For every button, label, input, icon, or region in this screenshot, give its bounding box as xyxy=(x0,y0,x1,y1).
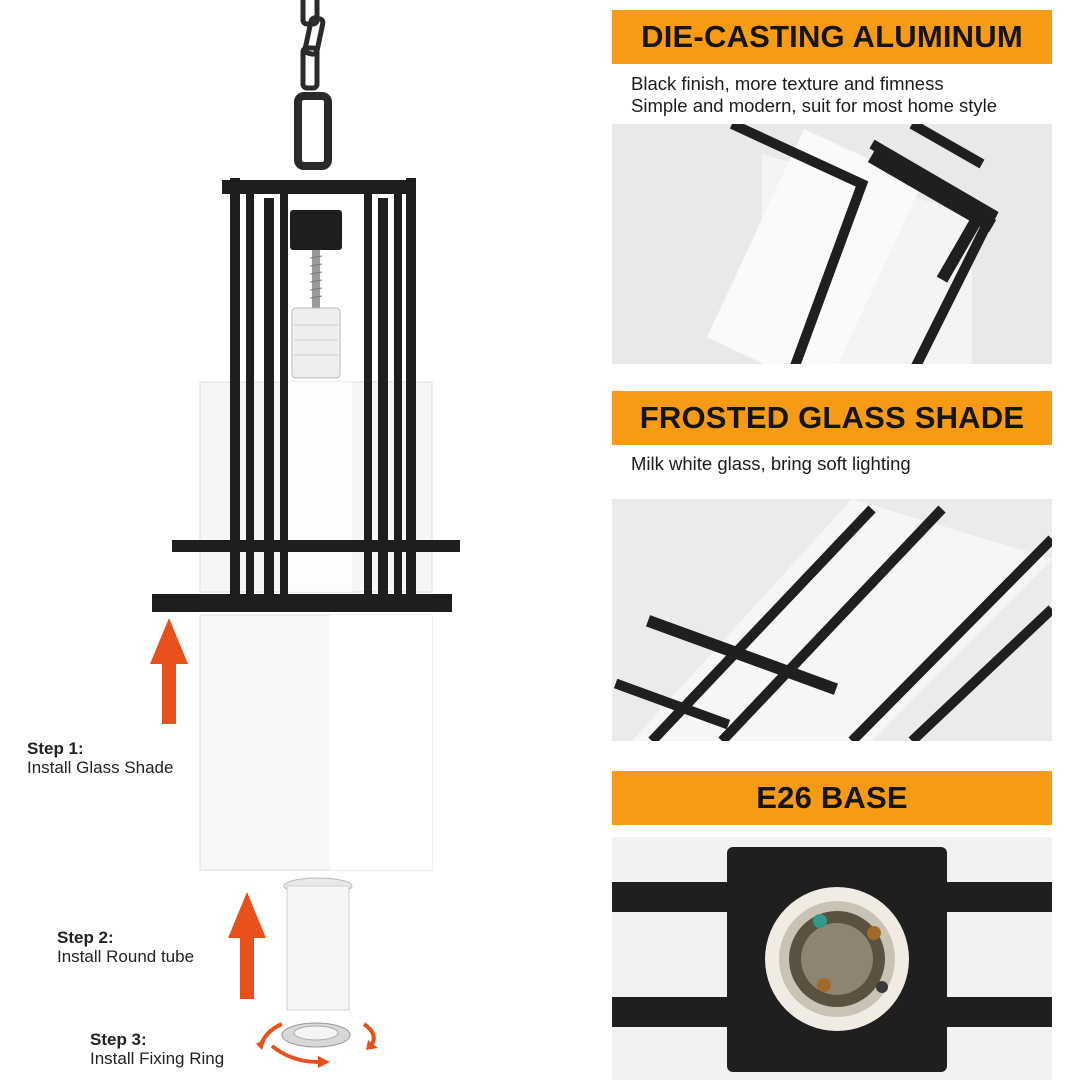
step-3-title: Step 3: xyxy=(90,1030,147,1049)
step-1-label: Step 1: Install Glass Shade xyxy=(27,739,173,777)
step-1-text: Install Glass Shade xyxy=(27,758,174,777)
step-3-label: Step 3: Install Fixing Ring xyxy=(90,1030,224,1068)
cage-frame xyxy=(152,178,460,612)
up-arrows xyxy=(150,618,266,999)
description-line: Simple and modern, suit for most home st… xyxy=(631,95,998,116)
feature-heading-aluminum: DIE-CASTING ALUMINUM xyxy=(612,10,1052,64)
pendant-lamp-exploded-view xyxy=(150,0,460,1068)
hanging-chain xyxy=(294,0,332,170)
feature-description-glass: Milk white glass, bring soft lighting xyxy=(631,453,911,475)
step-1-title: Step 1: xyxy=(27,739,84,758)
e26-socket-photo xyxy=(612,837,1052,1080)
step-2-text: Install Round tube xyxy=(57,947,195,966)
glass-shade-closeup-photo xyxy=(612,499,1052,741)
step-3-text: Install Fixing Ring xyxy=(90,1049,225,1068)
installation-illustration: Step 1: Install Glass Shade Step 2: Inst… xyxy=(27,0,460,1068)
description-line: Black finish, more texture and fimness xyxy=(631,73,944,94)
feature-heading-glass: FROSTED GLASS SHADE xyxy=(612,391,1052,445)
description-line: Milk white glass, bring soft lighting xyxy=(631,453,911,474)
step-2-title: Step 2: xyxy=(57,928,114,947)
step-2-label: Step 2: Install Round tube xyxy=(57,928,194,966)
aluminum-closeup-photo xyxy=(612,124,1052,364)
feature-description-aluminum: Black finish, more texture and fimness S… xyxy=(631,73,997,117)
socket-cup xyxy=(290,210,342,250)
feature-heading-e26: E26 BASE xyxy=(612,771,1052,825)
